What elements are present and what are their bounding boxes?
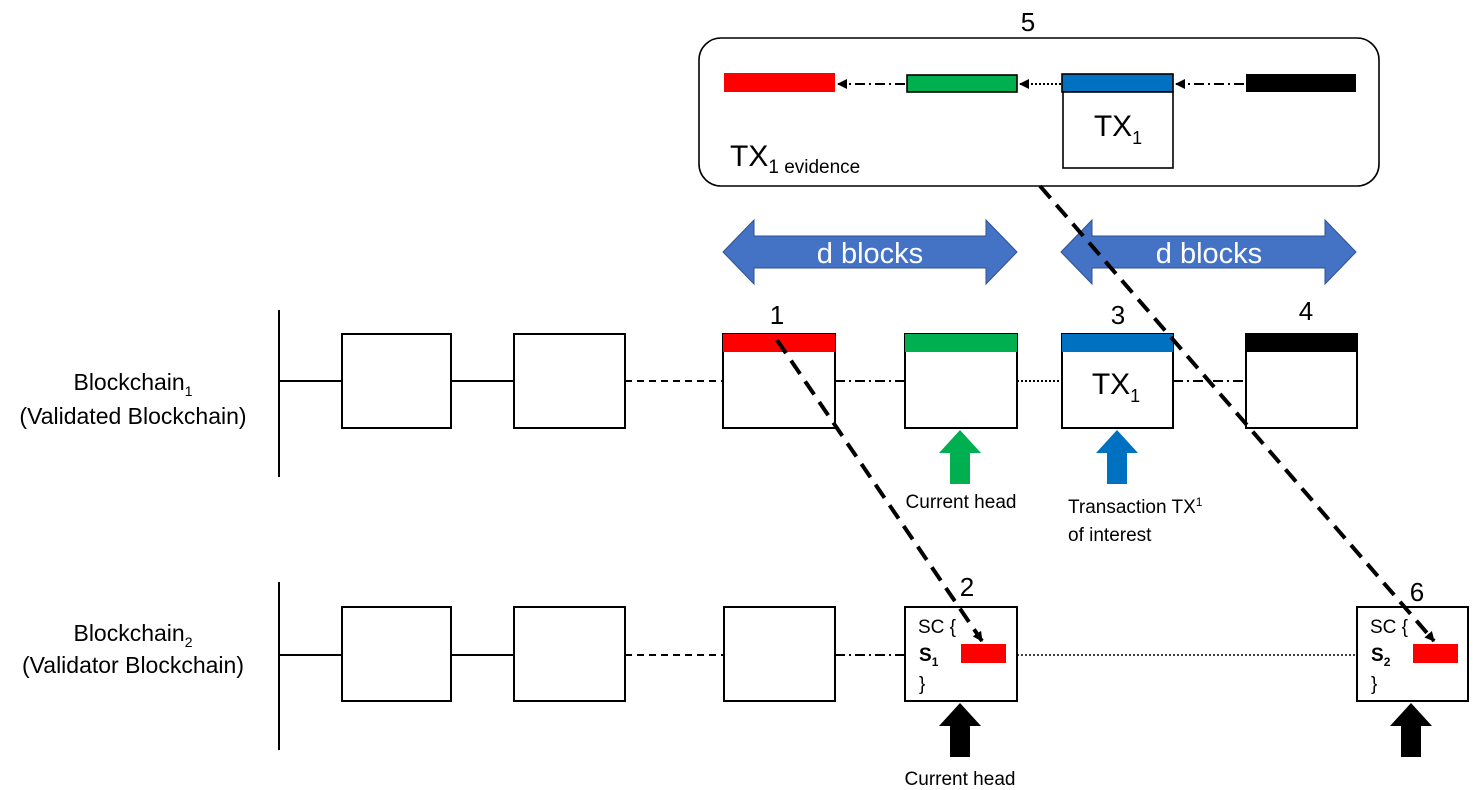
chain2-label: Blockchain2 [73, 620, 192, 650]
ref-arrow-block1-to-sc1 [775, 338, 984, 643]
d-blocks-label-left: d blocks [817, 238, 923, 270]
sc1-state: S1 [919, 645, 939, 669]
step-label-3: 3 [1111, 300, 1125, 330]
evidence-tx-label: TX1 [1094, 110, 1142, 148]
current-head-label-2: Current head [905, 769, 1016, 790]
chain2-label-sub: (Validator Blockchain) [22, 652, 244, 678]
current-head-label-1: Current head [906, 492, 1017, 513]
sc2-stored-header [1413, 644, 1458, 663]
chain1-block-head-header [905, 334, 1017, 352]
sc1-close: } [919, 674, 925, 695]
step-label-2: 2 [960, 572, 974, 602]
chain1-block-4-header [1246, 334, 1357, 352]
d-blocks-arrow-right [1060, 218, 1357, 286]
d-blocks-label-right: d blocks [1156, 238, 1262, 270]
evidence-black-block [1246, 74, 1356, 92]
d-blocks-arrow-left [722, 218, 1018, 286]
chain1-label-sub: (Validated Blockchain) [19, 403, 246, 429]
evidence-caption: TX1 evidence [730, 140, 860, 178]
current-head-arrow-black-1 [939, 703, 981, 757]
step-label-6: 6 [1410, 577, 1424, 607]
sc2-close: } [1371, 674, 1377, 695]
chain1-block-tx-header [1062, 334, 1173, 352]
ref-arrow-evidence-to-sc2 [1038, 184, 1436, 643]
tx-interest-label-line2: of interest [1068, 525, 1152, 546]
current-head-arrow-green [939, 430, 981, 484]
chain1-block-b [513, 333, 626, 429]
current-head-arrow-black-2 [1390, 703, 1432, 757]
evidence-red-block [724, 73, 835, 92]
chain2-block-c [723, 606, 836, 702]
chain2-block-a [341, 606, 452, 702]
evidence-blue-block-header [1061, 73, 1174, 93]
evidence-box [698, 37, 1380, 187]
evidence-tx-block [1062, 91, 1174, 169]
chain2-block-b [513, 606, 626, 702]
sc2-open: SC { [1370, 617, 1409, 638]
chain1-block-a [341, 333, 452, 429]
sc2-state: S2 [1371, 645, 1391, 669]
sc1-open: SC { [918, 617, 957, 638]
step-label-1: 1 [770, 300, 784, 330]
step-label-5: 5 [1021, 7, 1035, 37]
tx-interest-arrow-blue [1096, 430, 1138, 484]
step-label-4: 4 [1299, 296, 1313, 326]
chain1-tx-label: TX1 [1092, 368, 1140, 406]
tx-interest-label-line1: Transaction TX1 [1068, 495, 1203, 518]
sc1-stored-header [961, 644, 1006, 663]
evidence-green-block [906, 74, 1018, 93]
chain1-label: Blockchain1 [73, 369, 192, 399]
